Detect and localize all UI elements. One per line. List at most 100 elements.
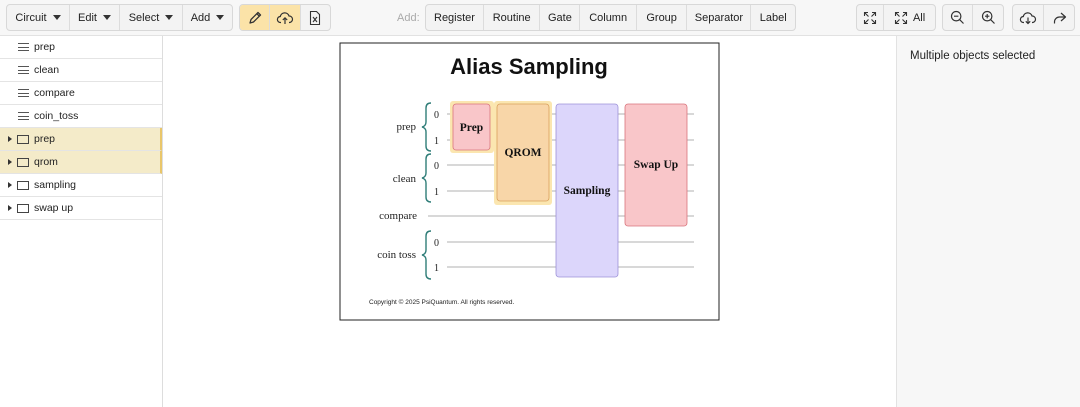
routine-box-icon [17, 181, 29, 190]
expand-icon [894, 11, 908, 24]
draw-button[interactable] [240, 5, 271, 30]
sidebar-item-register[interactable]: coin_toss [0, 105, 162, 128]
chevron-down-icon [165, 15, 174, 20]
zoom-in-button[interactable] [973, 5, 1003, 30]
gate-sampling[interactable]: Sampling [555, 103, 619, 278]
fit-selection-button[interactable] [857, 5, 885, 30]
share-button[interactable] [1044, 5, 1074, 30]
sidebar-item-label: swap up [34, 202, 74, 214]
add-label-button[interactable]: Label [759, 11, 787, 24]
sidebar-item-routine[interactable]: prep [0, 128, 162, 151]
add-menu-label: Add [190, 11, 211, 24]
expand-arrow-icon[interactable] [8, 205, 12, 211]
add-routine-button[interactable]: Routine [484, 5, 541, 30]
toolbar: Circuit Edit Select Add Add: Register Ro… [0, 0, 1080, 36]
circuit-outline-sidebar: prep clean compare coin_toss prep qrom s… [0, 36, 163, 407]
circuit-diagram: Alias Sampling prep clean compare coin t… [339, 42, 720, 321]
sidebar-item-register[interactable]: prep [0, 36, 162, 59]
select-menu-label: Select [128, 11, 160, 24]
gate-prep[interactable]: Prep [452, 103, 491, 151]
sidebar-item-label: compare [34, 87, 75, 99]
register-icon [18, 66, 29, 74]
file-export-icon [310, 10, 321, 25]
selection-status: Multiple objects selected [910, 50, 1036, 62]
add-label: Add: [397, 12, 420, 24]
tool-group [239, 4, 331, 31]
sidebar-item-register[interactable]: clean [0, 59, 162, 82]
add-menu[interactable]: Add [183, 5, 232, 30]
sidebar-item-register[interactable]: compare [0, 82, 162, 105]
chevron-down-icon [102, 15, 111, 20]
export-file-button[interactable] [301, 5, 330, 30]
register-label: clean [393, 173, 417, 185]
gate-label: Prep [460, 122, 483, 134]
routine-box-icon [17, 204, 29, 213]
fit-all-label: All [912, 11, 926, 24]
edit-menu[interactable]: Edit [70, 5, 120, 30]
circuit-menu-label: Circuit [15, 11, 47, 24]
add-separator-button[interactable]: Separator [687, 5, 752, 30]
share-arrow-icon [1053, 12, 1066, 23]
gate-swap-up[interactable]: Swap Up [624, 103, 688, 227]
fit-all-button[interactable]: All [884, 5, 935, 30]
select-menu[interactable]: Select [120, 5, 183, 30]
qubit-index-label: 0 [434, 161, 439, 172]
expand-arrow-icon[interactable] [8, 136, 12, 142]
chevron-down-icon [52, 15, 61, 20]
expand-arrow-icon[interactable] [8, 159, 12, 165]
edit-menu-label: Edit [78, 11, 97, 24]
routine-box-icon [17, 135, 29, 144]
zoom-in-icon [981, 10, 995, 24]
register-label: prep [396, 121, 416, 133]
register-icon [18, 112, 29, 120]
zoom-group [942, 4, 1004, 31]
register-icon [18, 89, 29, 97]
sidebar-item-label: sampling [34, 179, 77, 191]
add-items-group: Register Routine Gate Column Group Separ… [425, 4, 796, 31]
sidebar-item-label: prep [34, 41, 56, 53]
add-column-button[interactable]: Column [580, 5, 637, 30]
gate-qrom[interactable]: QROM [496, 103, 550, 202]
register-braces [421, 102, 432, 280]
inspector-panel: Multiple objects selected [896, 36, 1080, 407]
gate-label: QROM [504, 147, 541, 159]
gate-label: Sampling [564, 185, 611, 197]
qubit-index-label: 1 [434, 263, 439, 274]
sidebar-item-label: clean [34, 64, 60, 76]
sidebar-item-label: coin_toss [34, 110, 79, 122]
upload-button[interactable] [270, 5, 301, 30]
fit-group: All [856, 4, 936, 31]
expand-arrow-icon[interactable] [8, 182, 12, 188]
chevron-down-icon [216, 15, 225, 20]
menu-group: Circuit Edit Select Add [6, 4, 233, 31]
sidebar-item-label: qrom [34, 156, 58, 168]
expand-icon [864, 11, 877, 24]
share-group [1012, 4, 1075, 31]
add-register-button[interactable]: Register [426, 5, 484, 30]
download-button[interactable] [1013, 5, 1044, 30]
register-label: coin toss [377, 249, 416, 261]
zoom-out-icon [950, 10, 964, 24]
sidebar-item-routine[interactable]: swap up [0, 197, 162, 220]
zoom-out-button[interactable] [943, 5, 974, 30]
routine-box-icon [17, 158, 29, 167]
copyright-notice: Copyright © 2025 PsiQuantum. All rights … [369, 298, 515, 306]
cloud-upload-icon [276, 11, 294, 24]
cloud-download-icon [1019, 11, 1037, 24]
circuit-menu[interactable]: Circuit [7, 5, 70, 30]
sidebar-item-label: prep [34, 133, 56, 145]
sidebar-item-routine[interactable]: sampling [0, 174, 162, 197]
circuit-canvas[interactable]: Alias Sampling prep clean compare coin t… [163, 36, 896, 407]
diagram-title: Alias Sampling [450, 54, 608, 79]
register-label: compare [379, 210, 417, 222]
qubit-index-label: 1 [434, 187, 439, 198]
register-icon [18, 43, 29, 51]
qubit-index-label: 0 [434, 110, 439, 121]
gate-label: Swap Up [634, 159, 678, 171]
add-group-button[interactable]: Group [637, 5, 688, 30]
sidebar-item-routine[interactable]: qrom [0, 151, 162, 174]
qubit-index-label: 1 [434, 136, 439, 147]
qubit-index-label: 0 [434, 238, 439, 249]
pencil-icon [249, 11, 261, 24]
add-gate-button[interactable]: Gate [540, 5, 581, 30]
